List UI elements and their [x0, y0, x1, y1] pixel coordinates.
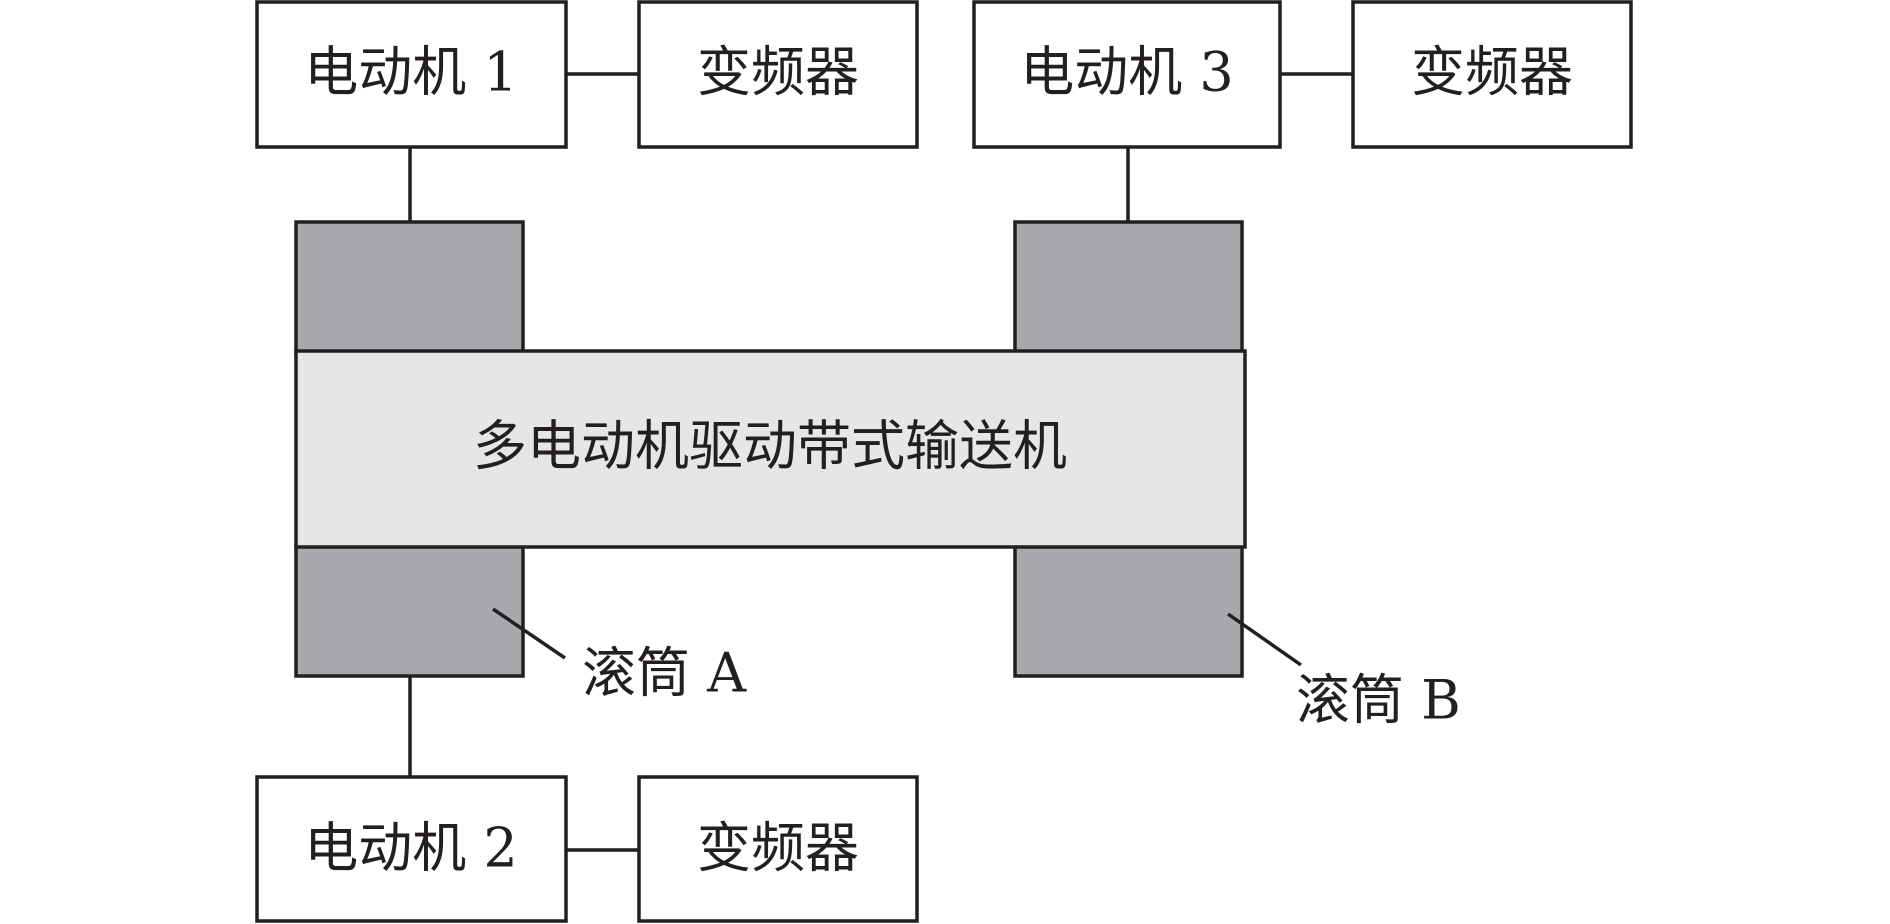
inverter-3-label: 变频器 [1411, 41, 1573, 104]
conveyor-label: 多电动机驱动带式输送机 [473, 415, 1067, 478]
drum-b-top [1013, 220, 1244, 356]
drum-b-bottom [1013, 544, 1244, 678]
drum-a-bottom [294, 544, 525, 678]
motor-2-label: 电动机 2 [304, 817, 518, 880]
motor-1-box [255, 0, 568, 149]
motor-1-label: 电动机 1 [304, 41, 518, 104]
conveyor-belt [294, 349, 1247, 549]
inverter-2-label: 变频器 [697, 817, 859, 880]
inverter-1-label: 变频器 [697, 41, 859, 104]
drum-a-top [294, 220, 525, 356]
drum-a-leader-line [492, 607, 566, 660]
inverter-3-box [1351, 0, 1633, 149]
drum-b-label: 滚筒 B [1296, 669, 1461, 732]
inverter-1-box [637, 0, 919, 149]
motor-3-box [972, 0, 1282, 149]
motor-3-label: 电动机 3 [1020, 41, 1234, 104]
inverter-2-box [637, 775, 919, 923]
motor-2-box [255, 775, 568, 923]
drum-b-leader-line [1226, 612, 1303, 667]
drum-a-label: 滚筒 A [582, 642, 747, 705]
